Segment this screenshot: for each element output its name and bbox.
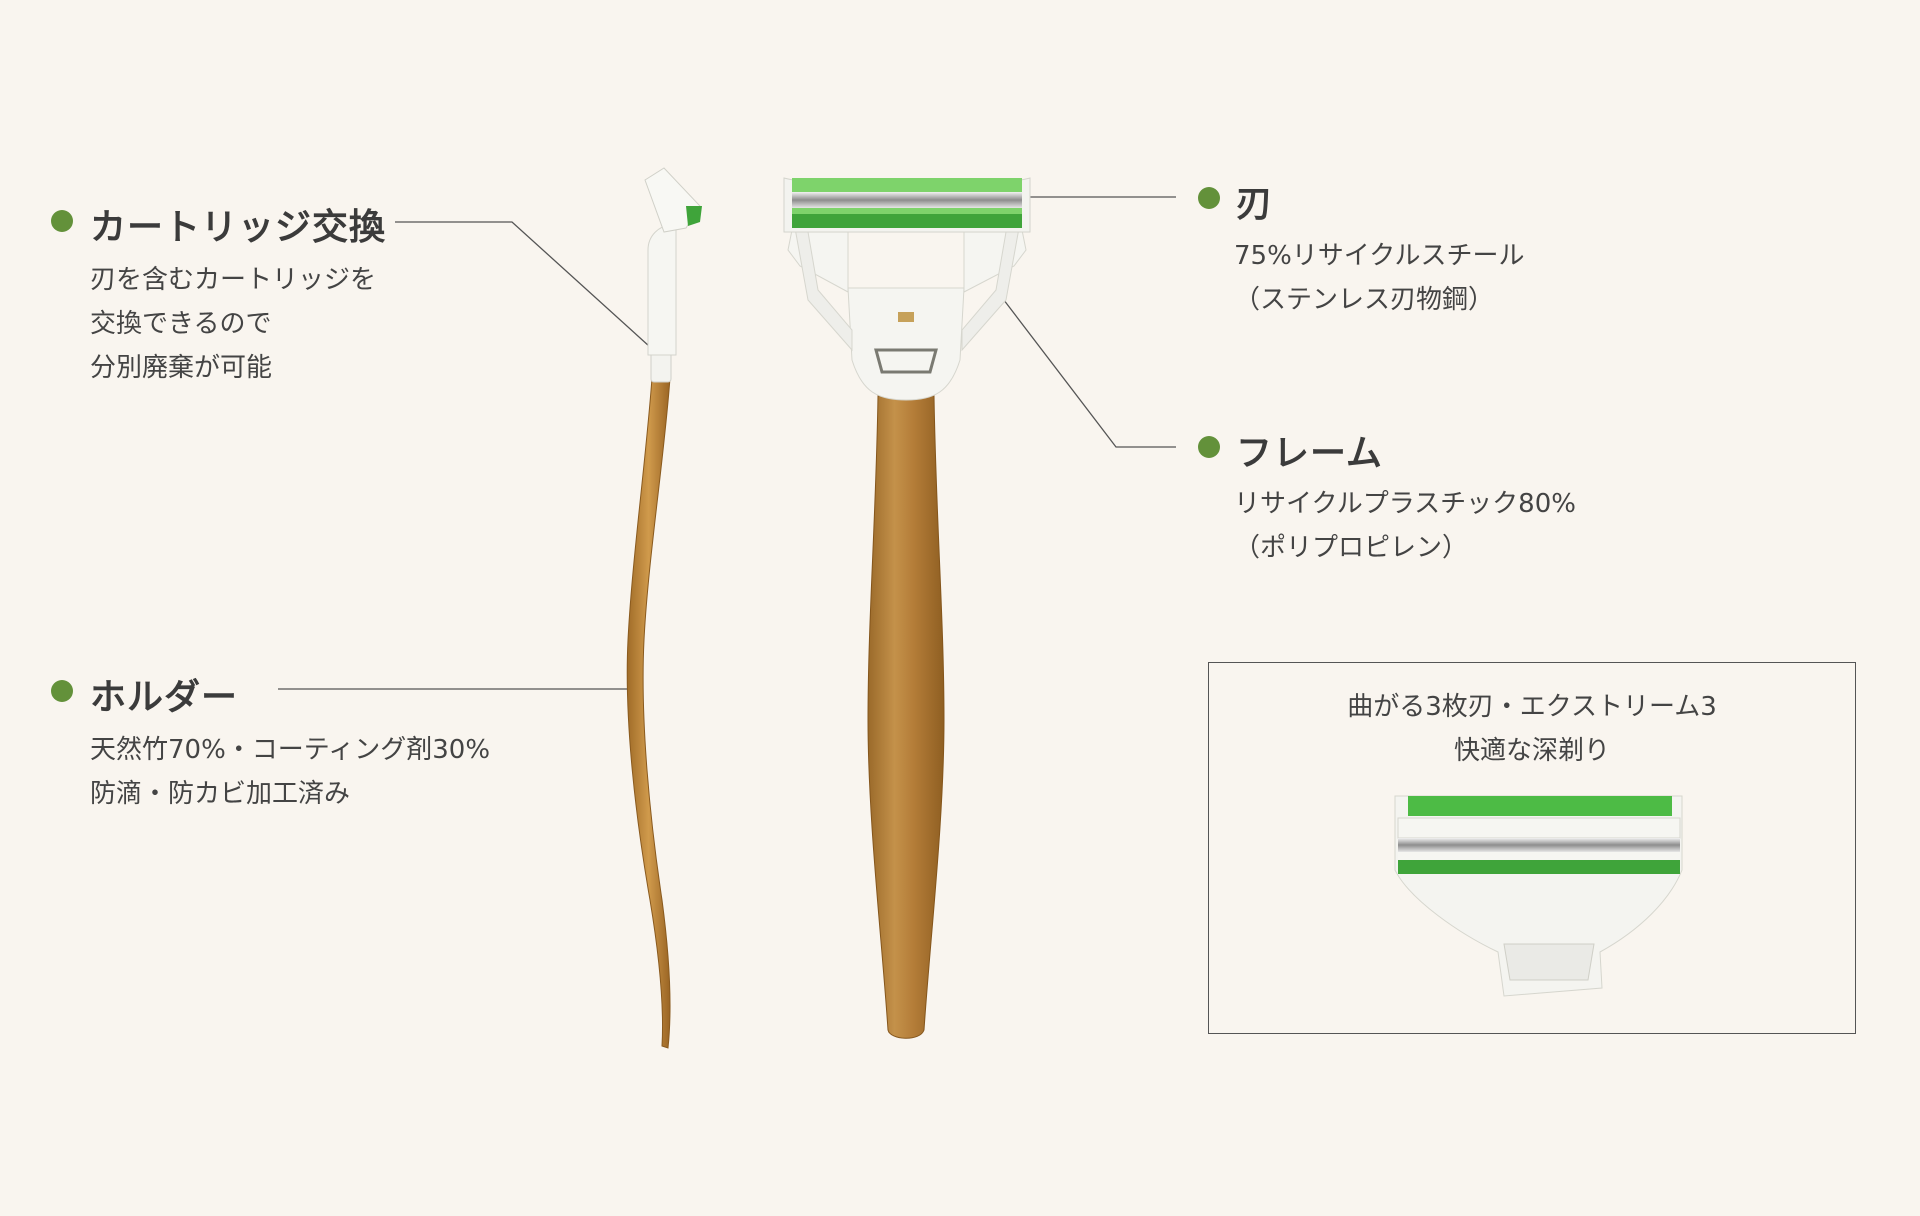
inset-caption-line: 曲がる3枚刃・エクストリーム3 [1347,692,1717,722]
cartridge-description: 刃を含むカートリッジを 交換できるので 分別廃棄が可能 [90,258,376,390]
cartridge-description-line: 交換できるので [90,309,272,339]
cartridge-description-line: 刃を含むカートリッジを [90,265,377,295]
blade-description-line: 75%リサイクルスチール [1234,241,1525,271]
cartridge-bullet-dot [51,210,73,232]
razor-side-view [626,167,702,1049]
inset-cartridge-image [1394,795,1683,997]
inset-caption-line: 快適な深剃り [1453,736,1610,766]
leader-lines [278,196,1176,690]
holder-bullet-dot [51,680,73,702]
holder-description-line: 天然竹70%・コーティング剤30% [90,735,491,765]
frame-bullet-dot [1198,436,1220,458]
cartridge-heading: カートリッジ交換 [90,207,387,248]
inset-caption: 曲がる3枚刃・エクストリーム3 快適な深剃り [1209,685,1855,773]
cartridge-description-line: 分別廃棄が可能 [90,353,273,383]
blade-description: 75%リサイクルスチール （ステンレス刃物鋼） [1234,234,1525,322]
leader-line-frame [996,290,1176,448]
frame-heading: フレーム [1236,433,1383,474]
blade-description-line: （ステンレス刃物鋼） [1234,285,1495,315]
blade-bullet-dot [1198,187,1220,209]
razor-front-view [783,177,1031,1039]
holder-description-line: 防滴・防カビ加工済み [90,779,351,809]
frame-description-line: （ポリプロピレン） [1234,533,1469,563]
inset-feature-box: 曲がる3枚刃・エクストリーム3 快適な深剃り [1208,662,1856,1034]
leader-line-cartridge [395,221,661,357]
blade-heading: 刃 [1236,184,1274,225]
holder-heading: ホルダー [90,677,239,718]
holder-description: 天然竹70%・コーティング剤30% 防滴・防カビ加工済み [90,728,490,816]
frame-description: リサイクルプラスチック80% （ポリプロピレン） [1234,482,1576,570]
frame-description-line: リサイクルプラスチック80% [1234,489,1576,519]
